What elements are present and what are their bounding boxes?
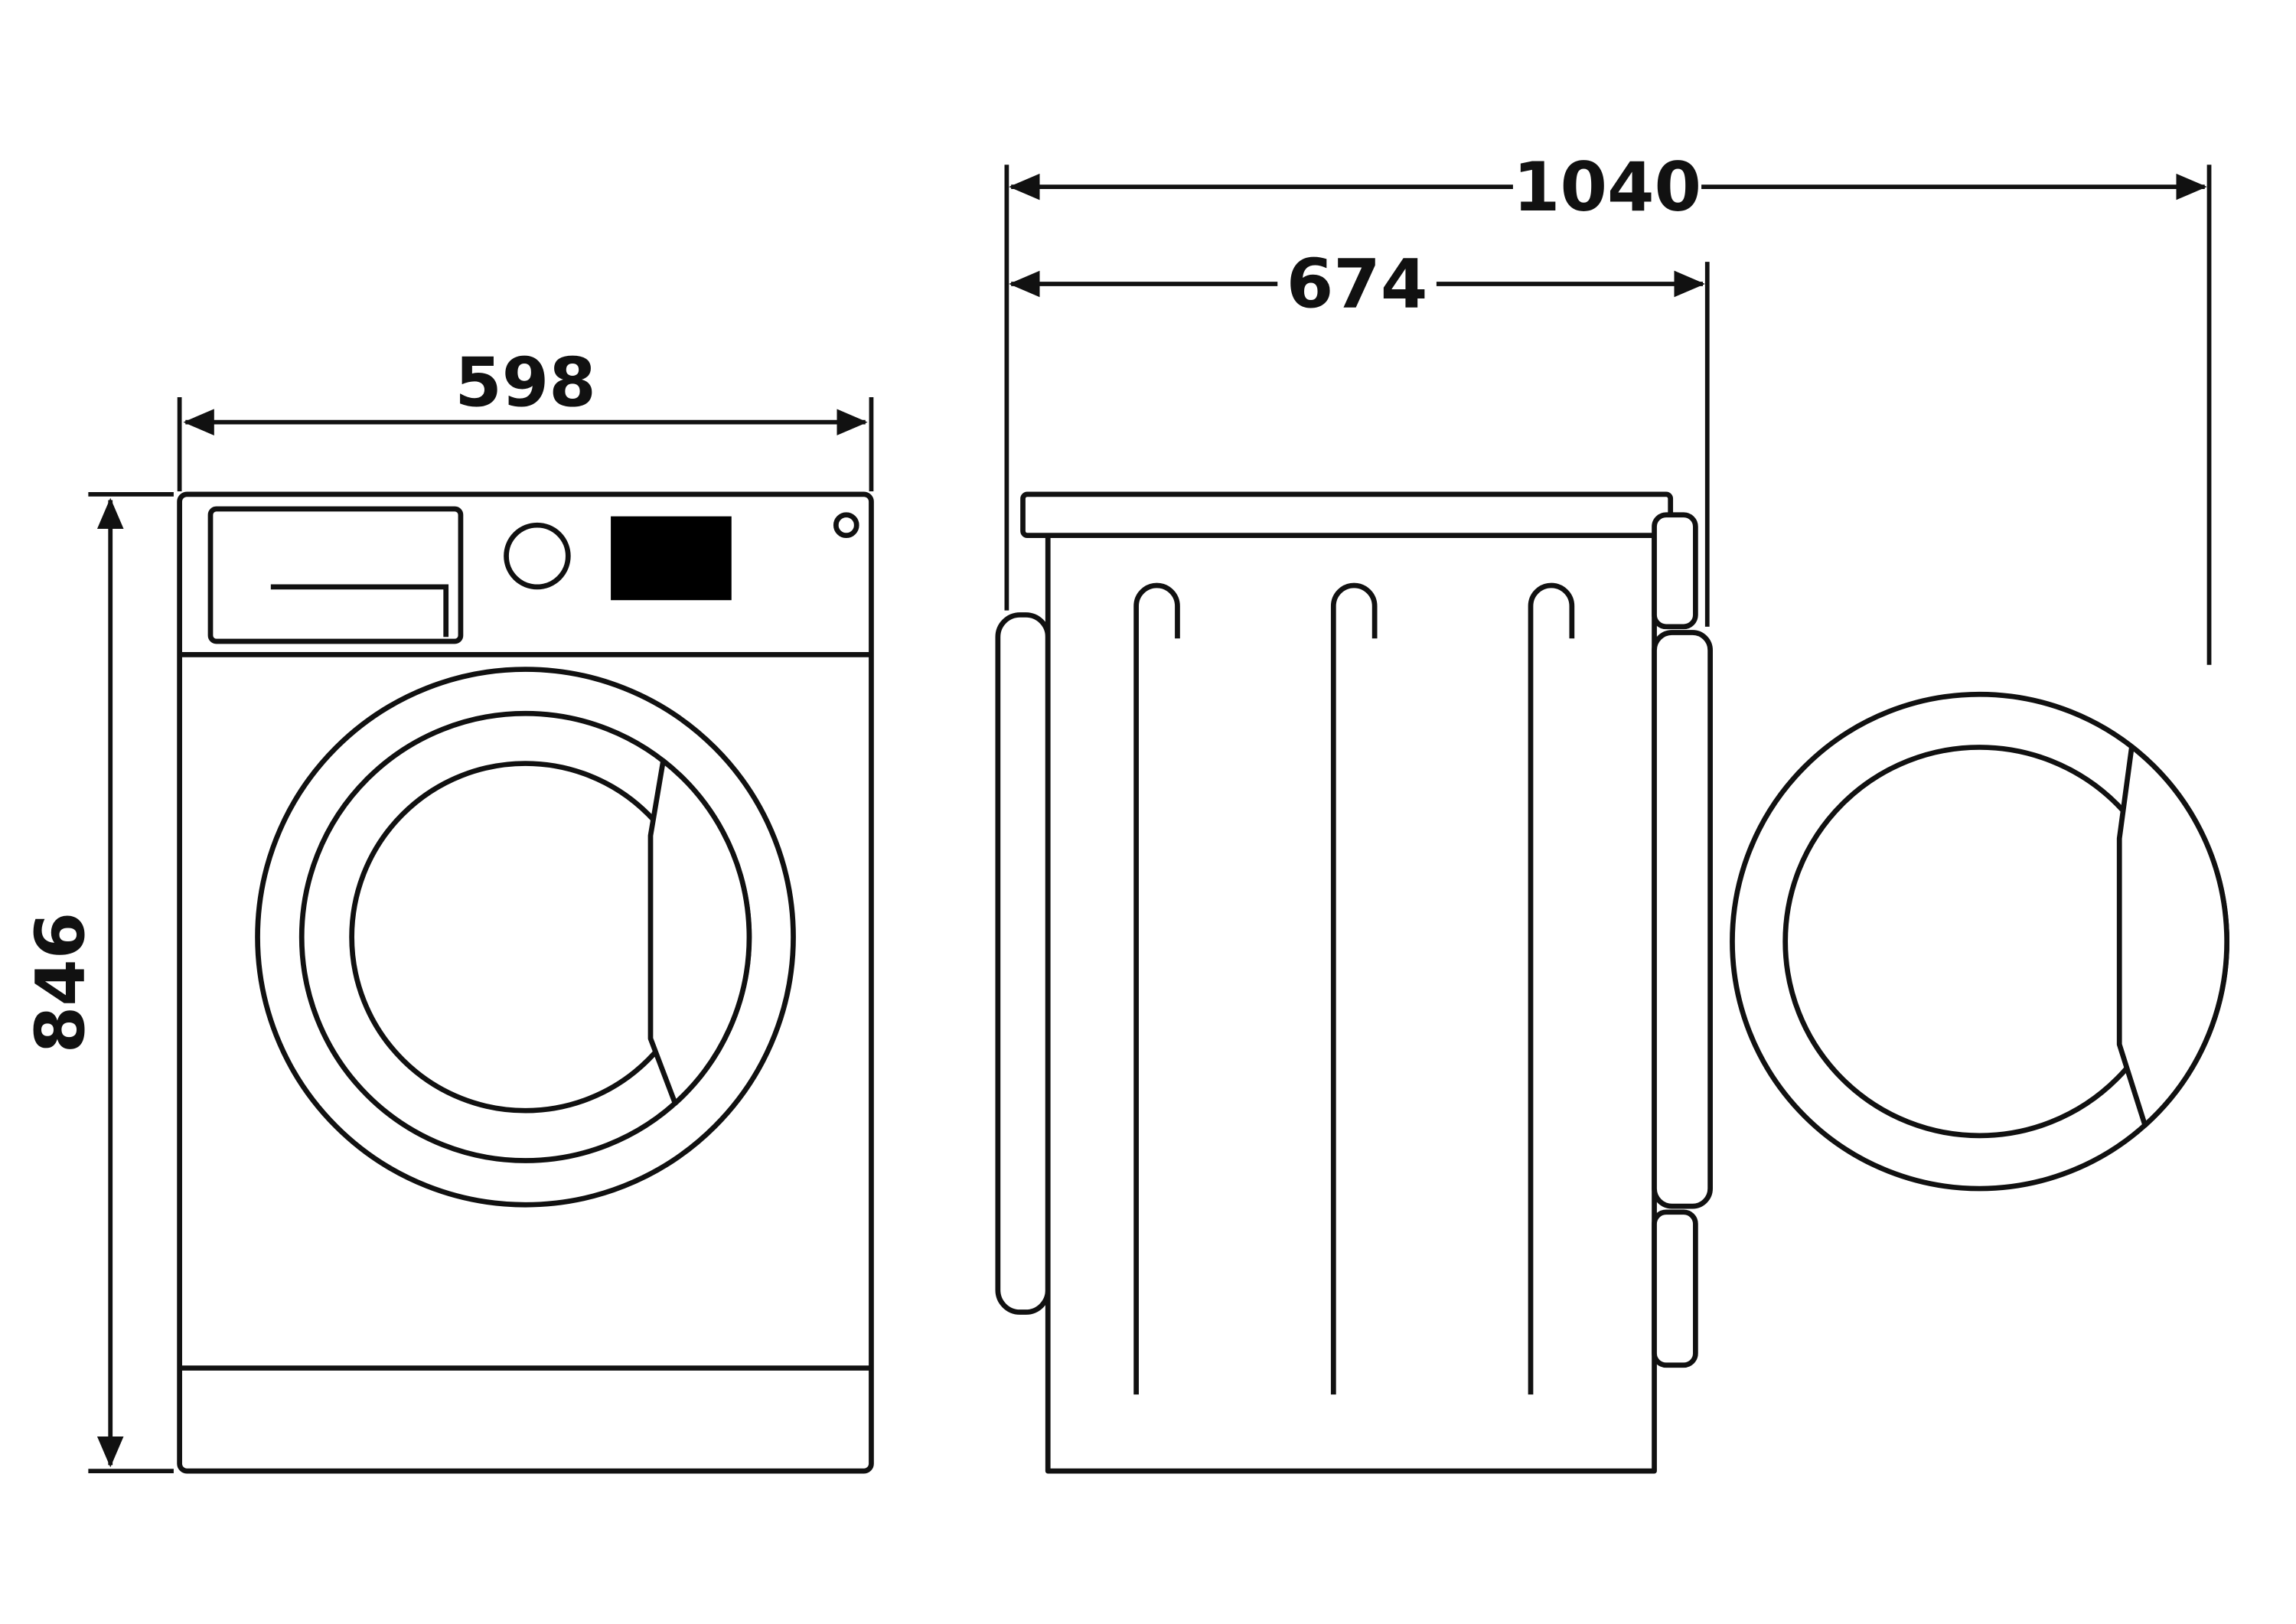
dimension-label-width: 598 — [455, 344, 596, 422]
detergent-drawer — [207, 506, 464, 644]
front-view — [177, 491, 874, 1474]
open-door-handle — [2116, 744, 2229, 1128]
panel-ridge-1 — [1133, 582, 1180, 1395]
side-view — [995, 491, 2229, 1474]
display-screen — [611, 516, 732, 601]
door-glass — [349, 761, 702, 1114]
panel-ridge-3 — [1528, 582, 1575, 1395]
top-lid — [1020, 491, 1674, 539]
drawer-handle — [270, 584, 449, 638]
program-knob — [504, 522, 571, 590]
dimension-label-total-depth: 1040 — [1513, 148, 1701, 227]
dimension-depth: 674 — [1009, 245, 1710, 627]
dimension-height: 846 — [21, 491, 174, 1473]
rear-panel-bulge — [995, 612, 1051, 1315]
power-button — [833, 512, 859, 539]
door-handle — [647, 758, 752, 1106]
dimension-label-depth: 674 — [1287, 245, 1428, 324]
side-body-outline — [1045, 533, 1657, 1474]
open-door-inner-ring — [1782, 745, 2177, 1139]
dimension-width: 598 — [177, 344, 874, 491]
panel-ridge-2 — [1330, 582, 1378, 1395]
dimension-label-height: 846 — [21, 912, 100, 1054]
door-mount-strip — [1652, 630, 1713, 1209]
dimension-total-depth: 1040 — [1004, 148, 2212, 665]
hinge-bottom — [1652, 1209, 1698, 1368]
hinge-top — [1652, 512, 1698, 630]
